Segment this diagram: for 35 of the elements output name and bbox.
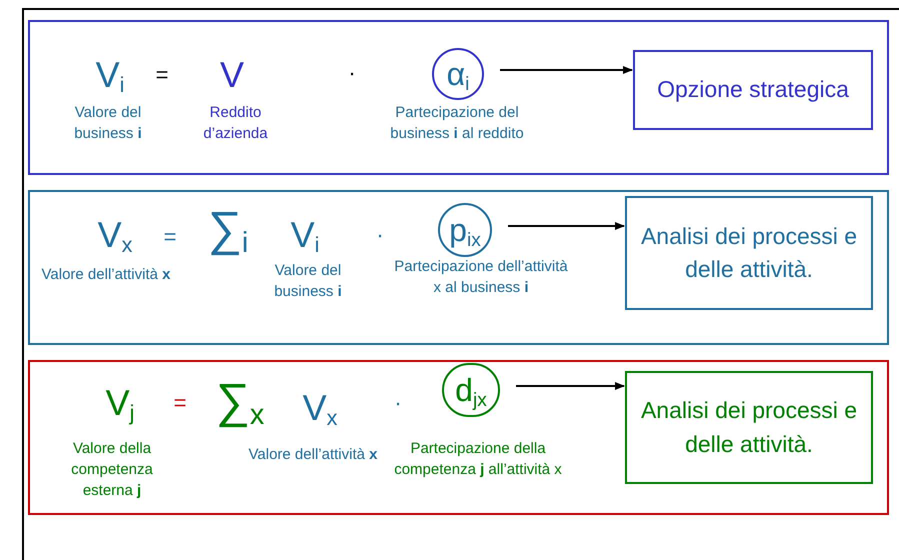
variable-description: Valore della competenza esterna j [70,439,154,501]
outcome-box: Analisi dei processi e delle attività. [625,196,873,310]
variable-description: Valore del business i [73,103,143,144]
operator: = [154,61,170,89]
formula-symbol: V$_{i}$ [290,213,320,260]
variable-description: Valore del business i [273,261,343,302]
formula-symbol: V [218,53,245,97]
arrow [508,222,625,230]
formula-symbol: ∑$_{x}$ [214,374,266,434]
formula-panel [28,190,889,345]
outcome-box: Opzione strategica [633,50,873,130]
formula-symbol: V$_{i}$ [94,53,126,100]
variable-description: Reddito d’azienda [202,103,269,144]
arrow [516,382,625,390]
arrow [500,66,633,74]
variable-description: Partecipazione dell’attività x al business i [393,257,569,298]
circled-coefficient: α$_{i}$ [432,48,484,100]
circled-coefficient: p$_{ix}$ [438,203,492,257]
operator: · [347,59,357,87]
operator: · [393,389,403,417]
operator: · [375,221,385,249]
formula-panel [28,360,889,515]
formula-symbol: V$_{x}$ [302,386,338,432]
operator: = [172,389,188,417]
circled-coefficient: d$_{jx}$ [442,363,500,417]
formula-symbol: ∑$_{i}$ [206,202,250,262]
variable-description: Partecipazione della competenza j all’attività x [393,439,563,480]
outcome-box: Analisi dei processi e delle attività. [625,371,873,484]
operator: = [162,223,178,251]
formula-symbol: V$_{j}$ [104,381,136,428]
formula-symbol: V$_{x}$ [96,213,134,260]
variable-description: Partecipazione del business i al reddito [389,103,525,144]
formula-panel [28,20,889,175]
variable-description: Valore dell’attività x [248,445,378,465]
variable-description: Valore dell’attività x [40,265,172,285]
